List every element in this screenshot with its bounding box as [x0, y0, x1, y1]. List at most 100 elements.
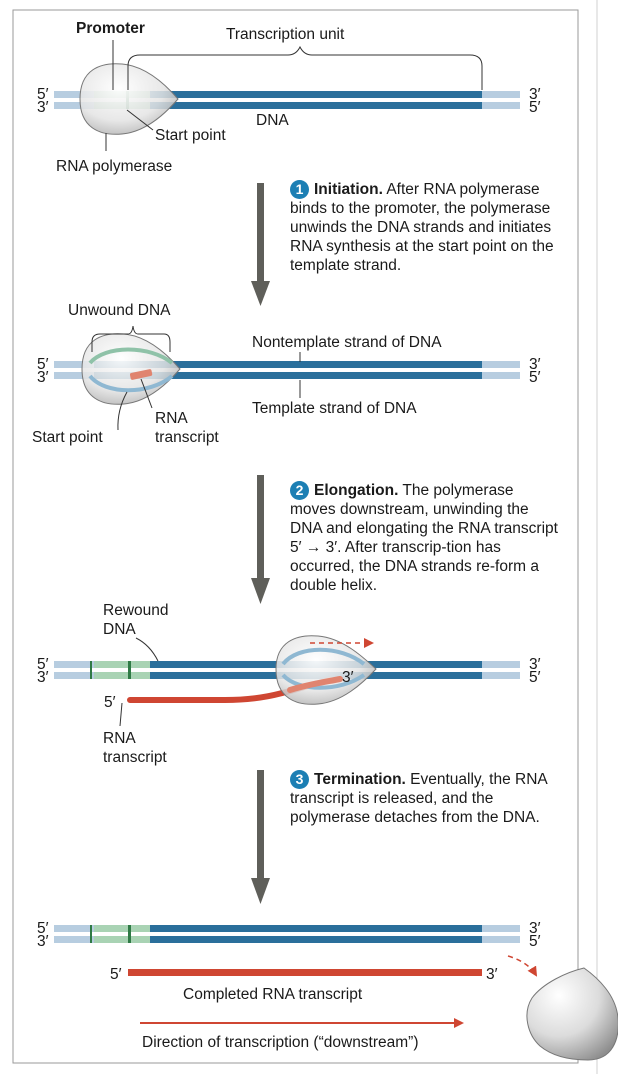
dna-strand-top [54, 91, 520, 98]
step-arrow-2 [257, 475, 264, 580]
step-text: The polymerase moves downstream, unwindi… [290, 482, 558, 594]
dna-light-left-bottom [54, 102, 94, 109]
start-point-mark [128, 661, 131, 679]
rna-polymerase [79, 63, 179, 135]
dna-light-right-top [482, 361, 520, 368]
unwound-strand-bottom [88, 374, 174, 393]
dna-light-right-bottom [482, 672, 520, 679]
dna-light-right-bottom [482, 372, 520, 379]
three-prime-end-bottom: 3′ [37, 369, 49, 386]
transcript-label: transcript [155, 429, 219, 446]
promoter-region-bottom [94, 936, 150, 943]
dna-light-left-top [54, 661, 94, 668]
completed-rna-label: Completed RNA transcript [183, 986, 363, 1003]
dna-light-left-top [54, 361, 94, 368]
unwound-strand-top [281, 647, 366, 666]
direction-label: Direction of transcription (“downstream”… [142, 1034, 419, 1051]
transcript-label: transcript [103, 749, 167, 766]
five-prime-end-bottom: 5′ [529, 669, 541, 686]
three-prime-end-top: 3′ [529, 920, 541, 937]
dna-light-right-bottom [482, 102, 520, 109]
five-prime-end-bottom: 5′ [529, 369, 541, 386]
nontemplate-strand [54, 361, 520, 368]
step-number-badge: 3 [290, 770, 309, 789]
stage-elongation: 5′ 3′ 3′ 5′ 5′ 3′ Rewound DNA RNA transc… [37, 602, 541, 766]
transcription-unit-bracket [127, 45, 483, 90]
released-polymerase [526, 967, 618, 1061]
step-arrows [251, 183, 270, 904]
step-text: Eventually, the RNA transcript is releas… [290, 771, 547, 826]
start-point-leader [126, 109, 154, 131]
nontemplate-strand-label: Nontemplate strand of DNA [252, 334, 442, 351]
five-prime-end-top: 5′ [37, 356, 49, 373]
step-title: Elongation. [314, 482, 399, 499]
step-text: After RNA polymerase binds to the promot… [290, 181, 554, 274]
transcription-unit-label: Transcription unit [226, 26, 345, 43]
dna-light-left-top [54, 925, 94, 932]
rna-transcript-leader [119, 702, 123, 727]
step-arrow-3-head [251, 878, 270, 904]
three-prime-end-top: 3′ [529, 86, 541, 103]
three-prime-end-top: 3′ [529, 356, 541, 373]
rewound-leader [135, 637, 159, 662]
three-prime-rna-end: 3′ [486, 966, 498, 983]
completed-rna-transcript [128, 969, 482, 976]
dna-light-right-top [482, 925, 520, 932]
promoter-region-top [94, 925, 150, 932]
three-prime-rna-end: 3′ [342, 669, 354, 686]
step-title: Termination. [314, 771, 406, 788]
dna-light-right-top [482, 661, 520, 668]
step-elongation: 2 Elongation. The polymerase moves downst… [290, 481, 562, 595]
start-point-mark [128, 925, 131, 943]
unwound-strand-top [88, 347, 174, 365]
step-number-badge: 2 [290, 481, 309, 500]
three-prime-end-bottom: 3′ [37, 669, 49, 686]
promoter-region-top [94, 661, 150, 668]
five-prime-end-bottom: 5′ [529, 933, 541, 950]
dna-light-left-bottom [54, 672, 94, 679]
nascent-rna [129, 369, 153, 380]
stage-promoter: 5′ 3′ 3′ 5′ Promoter Transcription unit … [37, 20, 541, 175]
rna-transcript-leader [140, 378, 153, 409]
dna-label: DNA [256, 112, 289, 129]
five-prime-rna-end: 5′ [104, 694, 116, 711]
step-arrow-1-head [251, 281, 270, 306]
dna-strand-bottom [54, 102, 520, 109]
start-point-label: Start point [155, 127, 226, 144]
rna-label: RNA [103, 730, 136, 747]
step-title: Initiation. [314, 181, 383, 198]
dna-light-right-top [482, 91, 520, 98]
release-arrow [507, 955, 538, 977]
dna-strand-bottom [54, 936, 520, 943]
dna-light-left-top [54, 91, 94, 98]
promoter-mark-left [90, 661, 92, 679]
start-point-label: Start point [32, 429, 103, 446]
rna-in-polymerase [287, 676, 343, 693]
rna-label: RNA [155, 410, 188, 427]
rna-polymerase [81, 333, 181, 405]
template-strand [54, 372, 520, 379]
three-prime-end-top: 3′ [529, 656, 541, 673]
promoter-region-bottom [94, 672, 150, 679]
three-prime-end-bottom: 3′ [37, 99, 49, 116]
five-prime-end-top: 5′ [37, 920, 49, 937]
dna-light-left-bottom [54, 372, 94, 379]
step-arrow-2-head [251, 578, 270, 604]
stage-initiation: 5′ 3′ 3′ 5′ Unwound DNA Nontemplate stra… [32, 302, 541, 446]
five-prime-end-bottom: 5′ [529, 99, 541, 116]
unwound-strand-bottom [281, 673, 366, 690]
dna-strand-top [54, 925, 520, 932]
stage-termination: 5′ 3′ 3′ 5′ 5′ 3′ Completed RNA transcri… [37, 920, 618, 1061]
step-arrow-1 [257, 183, 264, 283]
figure-frame [12, 9, 579, 1064]
five-prime-end-top: 5′ [37, 86, 49, 103]
five-prime-end-top: 5′ [37, 656, 49, 673]
rna-polymerase [275, 635, 377, 705]
dna-light-left-bottom [54, 936, 94, 943]
template-strand-label: Template strand of DNA [252, 400, 417, 417]
step-arrow-3 [257, 770, 264, 880]
promoter-label: Promoter [76, 20, 145, 37]
three-prime-end-bottom: 3′ [37, 933, 49, 950]
